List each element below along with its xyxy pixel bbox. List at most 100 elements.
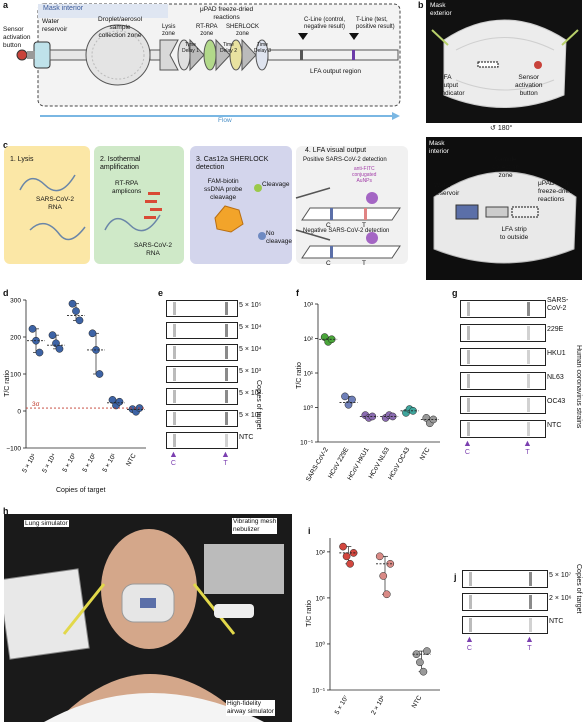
lfa-strip	[166, 410, 238, 427]
data-point	[341, 392, 349, 401]
strips-e-side-label: Copies of target	[255, 380, 262, 430]
x-tick-label: 5 × 10³	[61, 452, 78, 474]
sigma-label: 3σ	[32, 401, 40, 408]
cleavage-label: Cleavage	[262, 181, 290, 188]
data-point	[95, 370, 104, 378]
data-point	[68, 299, 77, 308]
lfa-strip	[460, 300, 546, 318]
lfa-strip	[460, 348, 546, 366]
panel-letter-i: i	[308, 526, 311, 536]
control-band	[467, 422, 470, 436]
data-point	[419, 667, 428, 676]
control-band	[469, 618, 472, 632]
data-point	[28, 325, 37, 333]
x-tick-label: 5 × 10²	[81, 452, 98, 474]
panel-letter-h: h	[3, 506, 9, 516]
data-point	[115, 397, 124, 406]
positive-detection-label: Positive SARS-CoV-2 detection	[303, 157, 387, 163]
y-tick-label: −100	[6, 446, 21, 453]
data-point	[88, 329, 97, 338]
strip-label: NL63	[547, 374, 564, 381]
x-tick-label: 5 × 10¹	[101, 452, 118, 474]
y-tick-label: 200	[10, 335, 21, 342]
test-band	[529, 572, 532, 586]
test-arrow: ▲T	[523, 438, 532, 457]
lung-simulator-label: Lung simulator	[24, 520, 69, 527]
y-tick-label: 100	[10, 372, 21, 379]
strip-label: 229E	[547, 326, 564, 333]
test-arrow: ▲T	[221, 449, 230, 468]
test-band	[527, 326, 530, 340]
strip-label: 5 × 10¹	[239, 412, 261, 419]
strip-label: NTC	[547, 422, 562, 429]
data-point	[75, 316, 84, 325]
x-tick-label: NTC	[125, 452, 138, 467]
test-band	[225, 412, 228, 425]
chart-d-xlabel: Copies of target	[56, 487, 106, 494]
test-band	[527, 350, 530, 364]
data-point	[48, 331, 57, 340]
control-band	[467, 302, 470, 316]
control-band	[173, 368, 176, 381]
data-point	[423, 647, 431, 655]
x-tick-label: 5 × 10⁷	[334, 694, 351, 716]
data-point	[55, 344, 64, 353]
lfa-strip	[462, 593, 548, 611]
test-band	[225, 346, 228, 359]
x-tick-label: SARS-CoV-2	[305, 446, 330, 483]
strip-label: 5 × 10³	[239, 368, 261, 375]
test-band	[225, 434, 228, 447]
data-point	[416, 658, 424, 667]
test-band	[529, 618, 532, 632]
lfa-strip	[166, 344, 238, 361]
data-point	[382, 590, 391, 599]
test-band	[527, 422, 530, 436]
strip-label: 5 × 10⁷	[549, 572, 572, 579]
t-line-label: T-Line (test,positive result)	[356, 17, 395, 30]
panel-letter-j: j	[454, 572, 457, 582]
y-tick-label: 10⁰	[303, 404, 313, 412]
mannequin-photo	[4, 514, 292, 722]
data-point	[72, 307, 80, 315]
data-point	[375, 552, 384, 561]
panel-letter-e: e	[158, 288, 164, 298]
strip-label: 5 × 10⁴	[239, 324, 262, 331]
strip-label: 5 × 10²	[239, 390, 261, 397]
rotate-label: ↺ 180°	[490, 125, 513, 132]
strip-label: SARS-CoV-2	[547, 297, 569, 312]
lfa-strip	[166, 388, 238, 405]
chart-i-ylabel: T/C ratio	[305, 600, 313, 627]
mask-interior-photo	[426, 137, 582, 280]
x-tick-label: 5 × 10⁵	[21, 452, 38, 474]
lfa-strip	[460, 396, 546, 414]
lfa-output-region-label: LFA output region	[310, 68, 361, 75]
lfa-strip	[462, 616, 548, 634]
y-tick-label: 10⁻¹	[312, 688, 326, 695]
control-band	[467, 326, 470, 340]
mask-exterior-photo	[426, 0, 582, 123]
chart-f-ylabel: T/C ratio	[295, 362, 303, 389]
y-tick-label: 10¹	[316, 595, 326, 602]
panel-letter-f: f	[296, 288, 299, 298]
panel-letter-c: c	[3, 140, 9, 150]
data-point	[35, 348, 44, 357]
mask-interior-label: Mask interior	[43, 5, 84, 12]
control-arrow: ▲C	[169, 449, 178, 468]
lfa-strip	[166, 432, 238, 449]
